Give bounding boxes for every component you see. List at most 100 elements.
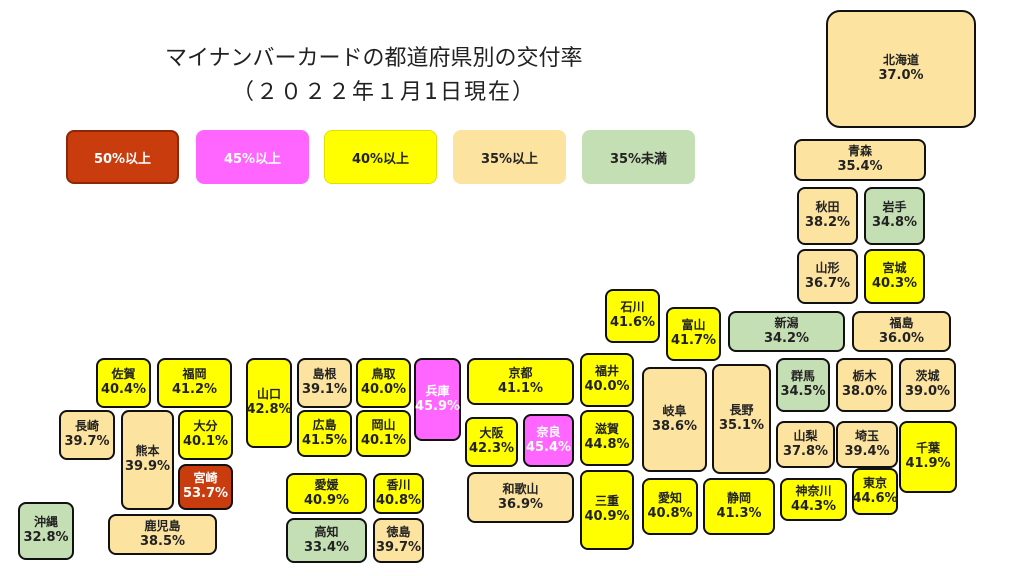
prefecture-name: 鹿児島 bbox=[144, 518, 181, 533]
legend-item: 35%未満 bbox=[582, 130, 695, 184]
prefecture-name: 広島 bbox=[312, 417, 337, 432]
prefecture-value: 42.3% bbox=[468, 441, 515, 457]
prefecture-name: 福井 bbox=[594, 364, 619, 379]
prefecture-value: 41.6% bbox=[609, 315, 656, 331]
prefecture-value: 33.4% bbox=[303, 539, 350, 555]
prefecture-value: 40.8% bbox=[647, 505, 693, 521]
prefecture-name: 京都 bbox=[508, 365, 533, 380]
legend-item: 40%以上 bbox=[324, 130, 437, 184]
chart-title-line1: マイナンバーカードの都道府県別の交付率 bbox=[165, 46, 583, 71]
prefecture-value: 36.7% bbox=[804, 275, 851, 291]
prefecture-name: 佐賀 bbox=[111, 367, 136, 382]
prefecture-name: 沖縄 bbox=[33, 515, 58, 530]
prefecture-name: 高知 bbox=[314, 524, 339, 539]
prefecture-name: 愛知 bbox=[657, 490, 682, 505]
prefecture-value: 34.2% bbox=[763, 330, 810, 346]
prefecture-name: 静岡 bbox=[726, 490, 751, 505]
prefecture-name: 秋田 bbox=[815, 200, 840, 215]
prefecture-name: 大分 bbox=[193, 419, 218, 434]
prefecture-name: 奈良 bbox=[536, 424, 561, 439]
prefecture-value: 41.5% bbox=[301, 432, 348, 448]
prefecture-value: 34.5% bbox=[780, 384, 826, 400]
prefecture-value: 44.3% bbox=[790, 498, 837, 514]
prefecture-value: 39.7% bbox=[375, 539, 422, 555]
prefecture-name: 栃木 bbox=[852, 369, 877, 384]
prefecture-value: 42.8% bbox=[246, 402, 292, 418]
prefecture-name: 岐阜 bbox=[662, 403, 687, 418]
prefecture-value: 45.4% bbox=[525, 439, 572, 455]
prefecture-name: 東京 bbox=[862, 475, 887, 490]
prefecture-name: 北海道 bbox=[882, 53, 919, 68]
prefecture-name: 兵庫 bbox=[425, 383, 450, 398]
prefecture-value: 40.1% bbox=[360, 432, 407, 448]
prefecture-value: 39.7% bbox=[64, 434, 110, 450]
prefecture-value: 39.1% bbox=[301, 382, 348, 398]
prefecture-value: 41.1% bbox=[497, 380, 544, 396]
prefecture-name: 千葉 bbox=[915, 441, 940, 456]
prefecture-name: 長崎 bbox=[74, 419, 99, 434]
legend-item: 35%以上 bbox=[453, 130, 566, 184]
prefecture-value: 40.8% bbox=[375, 492, 422, 508]
prefecture-name: 新潟 bbox=[774, 315, 799, 330]
prefecture-value: 41.2% bbox=[171, 382, 218, 398]
prefecture-value: 39.9% bbox=[124, 459, 171, 475]
prefecture-name: 山形 bbox=[815, 260, 840, 275]
prefecture-value: 38.6% bbox=[651, 418, 698, 434]
prefecture-name: 群馬 bbox=[790, 369, 815, 384]
prefecture-name: 埼玉 bbox=[854, 428, 879, 443]
prefecture-value: 32.8% bbox=[23, 530, 69, 546]
prefecture-value: 44.6% bbox=[852, 490, 898, 506]
legend-item: 45%以上 bbox=[196, 130, 309, 184]
prefecture-name: 鳥取 bbox=[371, 367, 396, 382]
prefecture-value: 38.2% bbox=[804, 215, 851, 231]
prefecture-name: 大阪 bbox=[479, 426, 504, 441]
prefecture-name: 福島 bbox=[889, 315, 914, 330]
prefecture-name: 岩手 bbox=[882, 200, 907, 215]
prefecture-name: 神奈川 bbox=[795, 483, 832, 498]
chart-title-line2: （２０２２年１月1日現在） bbox=[232, 80, 536, 105]
prefecture-value: 40.0% bbox=[584, 379, 630, 395]
prefecture-name: 茨城 bbox=[915, 369, 940, 384]
prefecture-name: 富山 bbox=[681, 318, 706, 333]
prefecture-value: 41.3% bbox=[716, 505, 762, 521]
prefecture-value: 35.4% bbox=[837, 159, 883, 175]
prefecture-name: 長野 bbox=[729, 403, 754, 418]
prefecture-name: 山口 bbox=[256, 387, 281, 402]
prefecture-value: 37.0% bbox=[878, 68, 924, 84]
prefecture-value: 40.9% bbox=[303, 492, 350, 508]
prefecture-value: 38.0% bbox=[841, 384, 888, 400]
